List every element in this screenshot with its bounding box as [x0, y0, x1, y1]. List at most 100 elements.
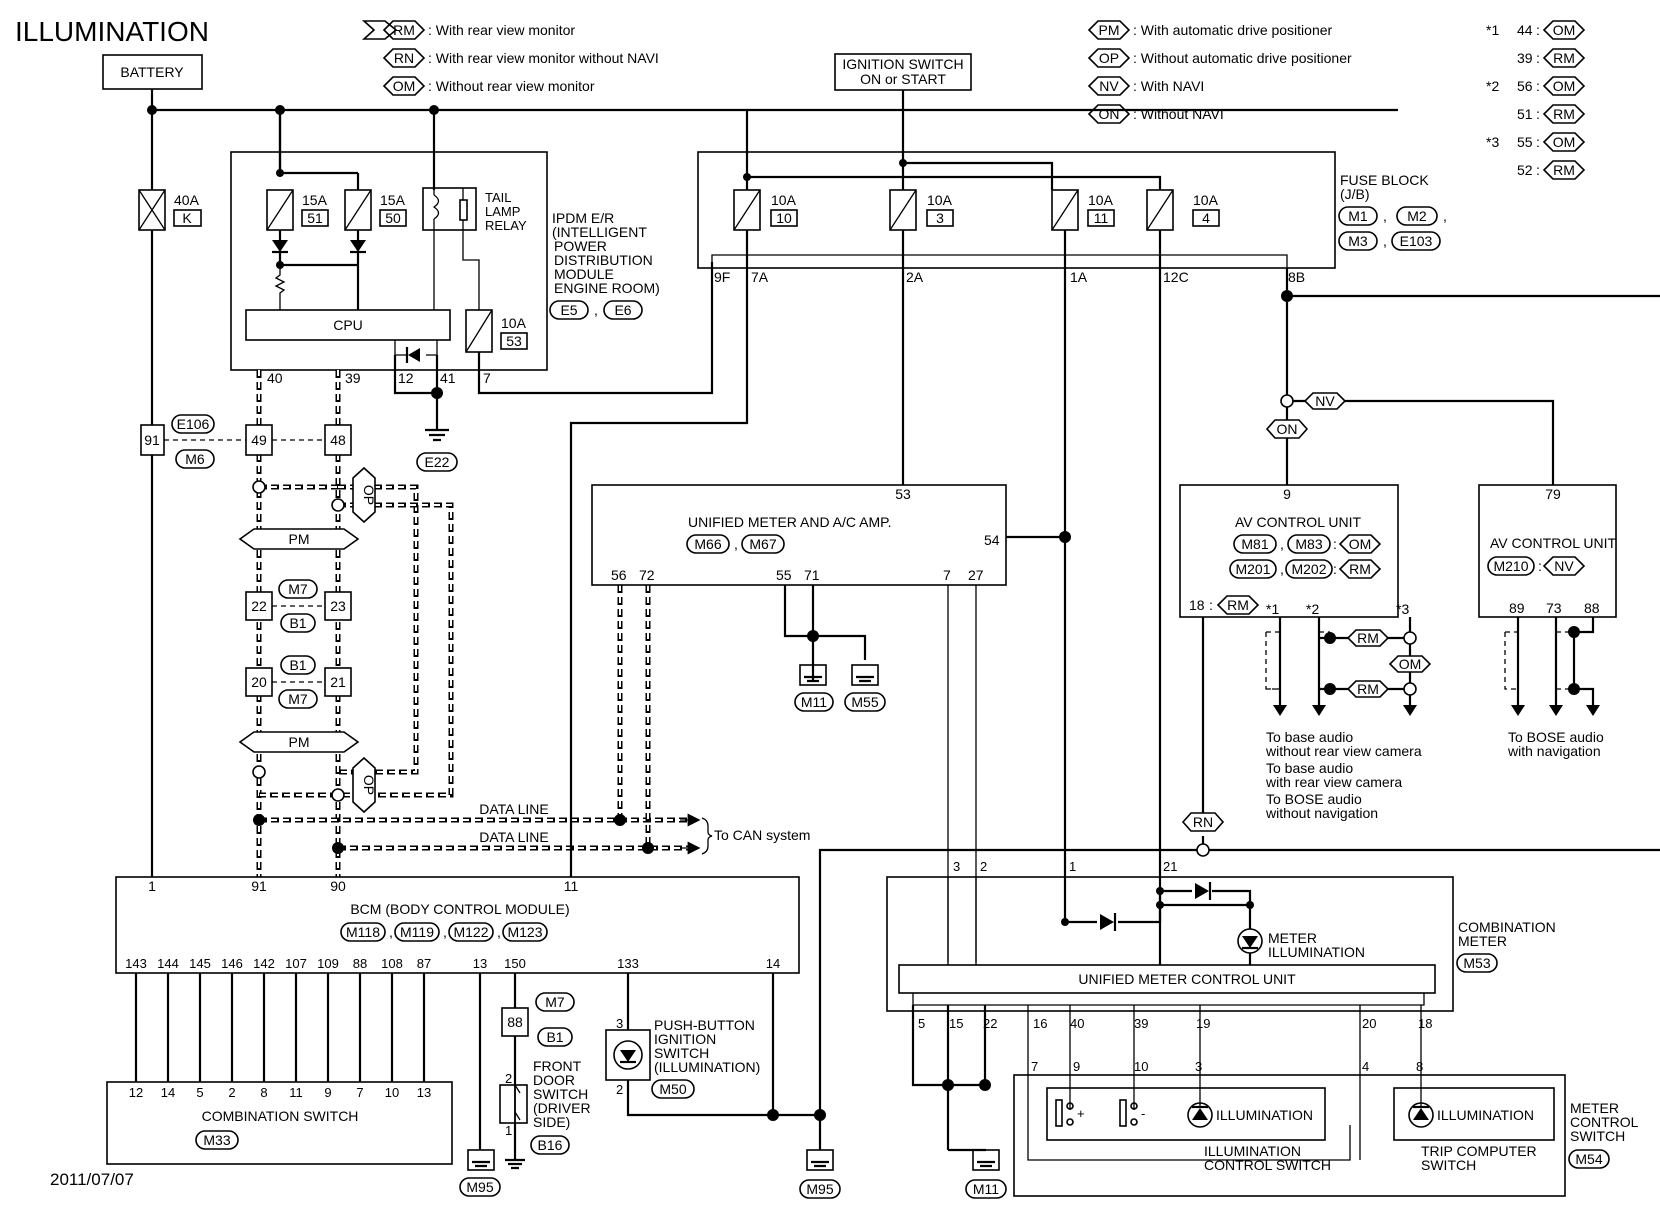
svg-text:,: , [497, 924, 501, 940]
svg-text:+: + [1077, 1106, 1085, 1121]
unified-meter-ac-amp: 53 UNIFIED METER AND A/C AMP. M66 , M67 … [591, 484, 1007, 586]
svg-text:M202: M202 [1291, 561, 1326, 577]
svg-text:107: 107 [285, 956, 307, 971]
svg-text:To base audio: To base audio [1266, 760, 1353, 776]
svg-text:OP: OP [361, 485, 377, 505]
svg-text:DATA LINE: DATA LINE [479, 829, 549, 845]
svg-text:OP: OP [1099, 50, 1119, 66]
battery: BATTERY [102, 54, 203, 90]
svg-text:IGNITION SWITCH: IGNITION SWITCH [842, 56, 963, 72]
svg-text:PM: PM [289, 531, 310, 547]
svg-text:150: 150 [504, 956, 526, 971]
legend-om-item: OM : Without rear view monitor [382, 76, 595, 96]
svg-text:109: 109 [317, 956, 339, 971]
front-door-switch: 88 M7 B1 2 1 FRONT DOOR SWITCH (DRIVER S… [499, 973, 591, 1170]
svg-text:M55: M55 [851, 694, 878, 710]
legend-on-item: ON : Without NAVI [1087, 104, 1224, 124]
svg-text:79: 79 [1545, 486, 1561, 502]
svg-text:RM: RM [1553, 50, 1575, 66]
svg-text:3: 3 [953, 859, 960, 874]
svg-text:72: 72 [639, 567, 655, 583]
svg-text:AV CONTROL UNIT: AV CONTROL UNIT [1235, 514, 1361, 530]
bcm: 1 91 90 11 BCM (BODY CONTROL MODULE) M11… [115, 876, 800, 974]
svg-text:13: 13 [417, 1085, 431, 1100]
av-audio-branches-2: To BOSE audio with navigation [1504, 617, 1604, 759]
svg-text:8B: 8B [1288, 269, 1305, 285]
svg-text:49: 49 [251, 432, 267, 448]
svg-text::: : [1209, 597, 1213, 613]
svg-text:POWER: POWER [554, 238, 607, 254]
meter-control-switch: 7 9 10 3 4 8 + - ILLUMINATION ILLUMINATI… [1013, 1059, 1639, 1197]
svg-text:COMBINATION: COMBINATION [1458, 919, 1556, 935]
svg-text:10: 10 [1134, 1059, 1148, 1074]
svg-text:RM: RM [1349, 561, 1371, 577]
svg-text:87: 87 [417, 956, 431, 971]
svg-text:SWITCH: SWITCH [1570, 1128, 1625, 1144]
svg-text:with navigation: with navigation [1507, 743, 1601, 759]
svg-text:M210: M210 [1493, 558, 1528, 574]
svg-text:22: 22 [251, 598, 267, 614]
svg-text:88: 88 [1584, 600, 1600, 616]
svg-text:PUSH-BUTTON: PUSH-BUTTON [654, 1017, 755, 1033]
svg-text:,: , [1383, 233, 1387, 249]
connector-e106-m6: 91 49 48 E106 M6 [140, 414, 352, 469]
svg-text:E22: E22 [425, 454, 450, 470]
svg-text:BCM (BODY CONTROL MODULE): BCM (BODY CONTROL MODULE) [350, 901, 569, 917]
svg-text:BATTERY: BATTERY [120, 64, 184, 80]
svg-text:40: 40 [1070, 1016, 1084, 1031]
svg-text:RM: RM [1357, 681, 1379, 697]
svg-text:To BOSE audio: To BOSE audio [1508, 729, 1604, 745]
svg-text:AV CONTROL UNIT: AV CONTROL UNIT [1490, 535, 1616, 551]
svg-text:OM: OM [1553, 134, 1576, 150]
svg-text:M53: M53 [1463, 955, 1490, 971]
svg-text:40A: 40A [174, 192, 200, 208]
svg-text:12: 12 [398, 370, 414, 386]
svg-text::: : [1538, 558, 1542, 574]
svg-text:RM: RM [1553, 162, 1575, 178]
push-button-ignition-switch: 3 2 PUSH-BUTTON IGNITION SWITCH (ILLUMIN… [605, 973, 820, 1117]
svg-text:3: 3 [1195, 1059, 1202, 1074]
svg-text:41: 41 [440, 370, 456, 386]
legend-right: PM : With automatic drive positioner OP … [1087, 20, 1352, 124]
svg-text:5: 5 [196, 1085, 203, 1100]
svg-text::: : [1333, 561, 1337, 577]
svg-text:146: 146 [221, 956, 243, 971]
svg-text:55: 55 [1517, 134, 1533, 150]
combination-meter: 3 2 1 21 METER ILLUMINATION UNIFIED METE… [886, 859, 1556, 1012]
svg-text:10A: 10A [927, 192, 953, 208]
svg-text:RN: RN [1193, 814, 1213, 830]
svg-text:,: , [1280, 561, 1284, 577]
svg-text:DATA LINE: DATA LINE [479, 801, 549, 817]
av-audio-branches-1: RM OM RM To base audio without rear view… [1265, 617, 1432, 821]
svg-text:4: 4 [1202, 210, 1210, 226]
svg-text:E106: E106 [177, 416, 210, 432]
svg-text:11: 11 [289, 1085, 303, 1100]
svg-text:91: 91 [144, 432, 160, 448]
svg-text:20: 20 [1362, 1016, 1376, 1031]
svg-text:1: 1 [505, 1123, 512, 1138]
svg-text:ON: ON [1099, 106, 1120, 122]
svg-text:52: 52 [1517, 162, 1533, 178]
svg-text:E103: E103 [1400, 233, 1433, 249]
svg-text:M66: M66 [694, 536, 721, 552]
svg-text:12: 12 [129, 1085, 143, 1100]
svg-text:,: , [1383, 208, 1387, 224]
svg-text:OM: OM [1399, 656, 1422, 672]
svg-text:,: , [389, 924, 393, 940]
svg-text:RM: RM [1357, 630, 1379, 646]
svg-text:ON: ON [1277, 421, 1298, 437]
svg-text:ON or START: ON or START [860, 71, 946, 87]
svg-text:M50: M50 [659, 1081, 686, 1097]
svg-text:39: 39 [1517, 50, 1533, 66]
svg-text:27: 27 [968, 567, 984, 583]
svg-text:,: , [443, 924, 447, 940]
svg-text:9: 9 [1073, 1059, 1080, 1074]
svg-text:10A: 10A [771, 192, 797, 208]
legend-pm-item: PM : With automatic drive positioner [1087, 20, 1333, 40]
svg-text:TRIP COMPUTER: TRIP COMPUTER [1421, 1143, 1537, 1159]
svg-text::: : [1536, 22, 1540, 38]
svg-text:E5: E5 [560, 302, 577, 318]
svg-text:M83: M83 [1295, 536, 1322, 552]
svg-text:M67: M67 [749, 536, 776, 552]
